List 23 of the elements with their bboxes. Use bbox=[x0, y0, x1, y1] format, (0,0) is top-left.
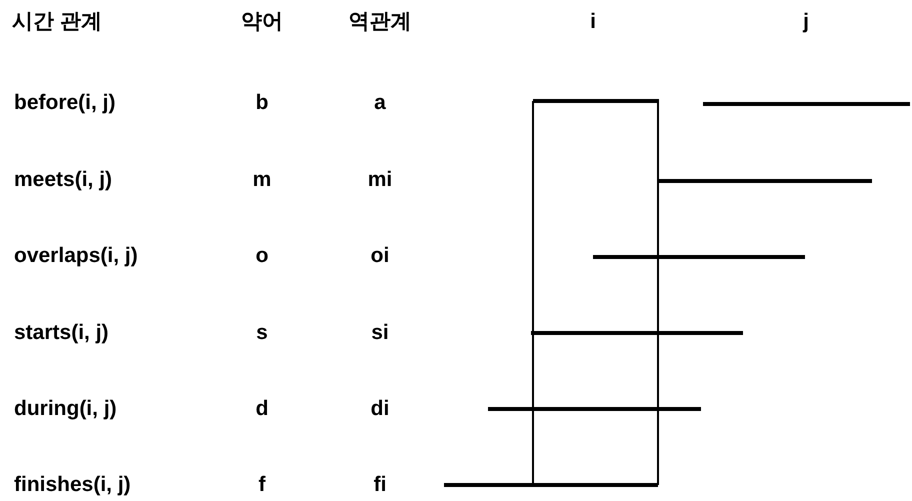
column-header: 시간 관계 bbox=[12, 10, 102, 34]
abbreviation: m bbox=[252, 168, 272, 192]
relation-name: overlaps(i, j) bbox=[14, 244, 138, 268]
relation-name: finishes(i, j) bbox=[14, 473, 131, 497]
abbreviation: s bbox=[256, 321, 268, 345]
inverse-relation: oi bbox=[370, 244, 390, 268]
relation-name: before(i, j) bbox=[14, 91, 116, 115]
inverse-relation: si bbox=[371, 321, 389, 345]
abbreviation: f bbox=[258, 473, 266, 497]
inverse-relation: a bbox=[374, 91, 386, 115]
relation-name: meets(i, j) bbox=[14, 168, 112, 192]
abbreviation: d bbox=[256, 397, 268, 421]
column-header: 약어 bbox=[241, 10, 283, 34]
inverse-relation: mi bbox=[368, 168, 392, 192]
interval-label: j bbox=[803, 10, 809, 34]
abbreviation: b bbox=[256, 91, 268, 115]
inverse-relation: fi bbox=[374, 473, 386, 497]
abbreviation: o bbox=[256, 244, 268, 268]
interval-label: i bbox=[590, 10, 596, 34]
relation-name: during(i, j) bbox=[14, 397, 117, 421]
inverse-relation: di bbox=[370, 397, 390, 421]
relation-name: starts(i, j) bbox=[14, 321, 109, 345]
column-header: 역관계 bbox=[348, 10, 412, 34]
